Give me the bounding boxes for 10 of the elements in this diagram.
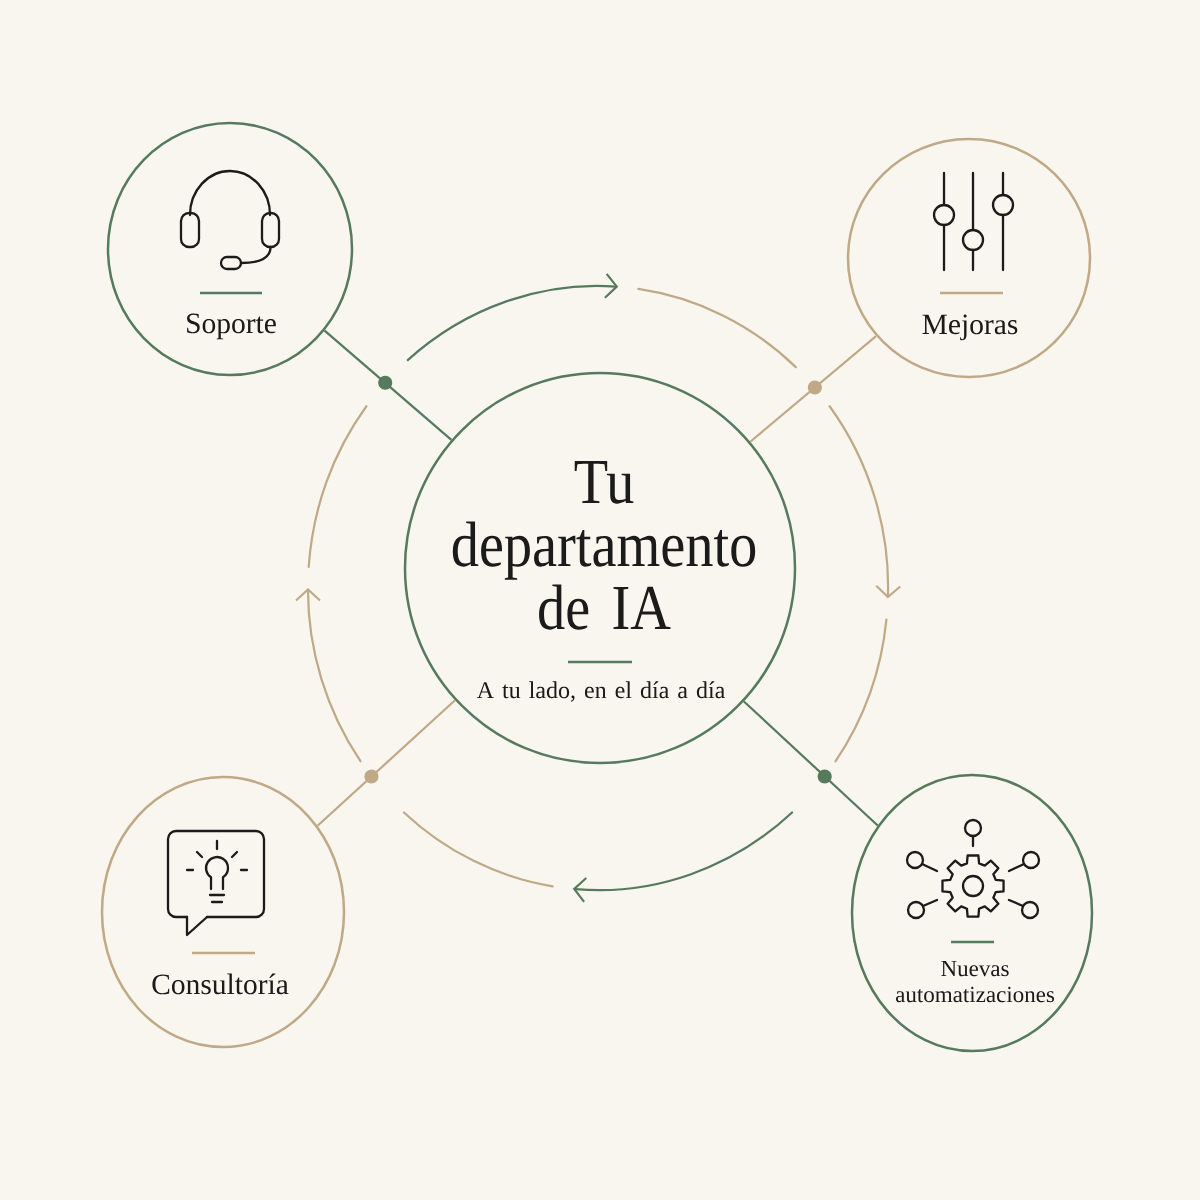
connector-line [323, 329, 453, 441]
node-label: Nuevas automatizaciones [896, 960, 1055, 1003]
connector-line [743, 700, 879, 827]
node-label: Soporte [187, 313, 276, 340]
connector-line [749, 335, 877, 443]
title: Tu departamento de IA [452, 461, 756, 630]
node-label: Consultoría [152, 973, 289, 995]
connector-line [316, 699, 456, 827]
node-label: Mejoras [922, 314, 1018, 341]
subtitle: A tu lado, en el día a día [476, 681, 725, 702]
